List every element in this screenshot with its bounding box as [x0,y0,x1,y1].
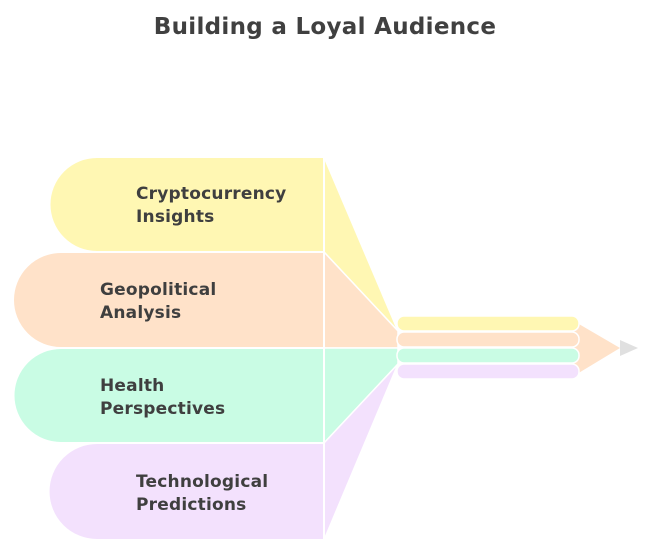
row-technological [47,442,325,541]
label-geopolitical-analysis: Geopolitical Analysis [100,280,217,323]
diagram-title: Building a Loyal Audience [153,14,497,40]
pencil-stripe-health [396,347,580,364]
label-technological-predictions: Technological Predictions [136,472,269,515]
pencil-tip [572,320,620,377]
row-health [12,347,325,444]
pencil-stripe-technological [396,363,580,380]
pencil-stripe-geopolitical [396,331,580,348]
row-geopolitical [12,251,325,349]
label-cryptocurrency-insights: Cryptocurrency Insights [136,184,287,227]
pencil-lead [620,340,638,356]
label-health-perspectives: Health Perspectives [100,376,226,419]
pencil-stripe-cryptocurrency [396,315,580,332]
